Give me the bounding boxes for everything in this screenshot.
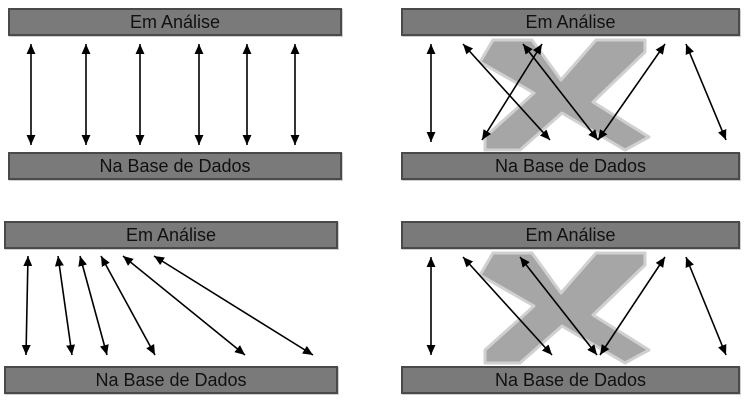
- bottom-left-database-bar: Na Base de Dados: [4, 366, 338, 394]
- bl-arrow-6: [153, 255, 314, 356]
- br-arrow-4: [599, 256, 666, 356]
- tr-arrow-6: [685, 43, 727, 141]
- tr-arrow-5: [597, 43, 666, 141]
- top-left-analysis-bar: Em Análise: [8, 8, 342, 36]
- tr-arrow-4: [481, 43, 543, 141]
- br-arrow-5: [685, 256, 727, 356]
- top-right-x-cross-mark-icon: [478, 38, 651, 152]
- br-arrow-3: [519, 256, 598, 356]
- bottom-left-analysis-bar: Em Análise: [4, 221, 338, 249]
- bl-arrow-4: [100, 255, 156, 356]
- bl-arrow-2: [54, 255, 76, 356]
- bottom-right-analysis-bar: Em Análise: [401, 221, 740, 249]
- top-right-database-bar: Na Base de Dados: [401, 152, 740, 180]
- bottom-right-database-bar: Na Base de Dados: [401, 366, 740, 394]
- top-left-database-bar: Na Base de Dados: [8, 152, 342, 180]
- bl-arrow-5: [122, 255, 246, 356]
- top-right-analysis-bar: Em Análise: [401, 8, 740, 36]
- bottom-right-x-cross-mark-icon: [478, 251, 651, 365]
- bl-arrow-3: [78, 255, 109, 356]
- bl-arrow-1: [21, 255, 33, 356]
